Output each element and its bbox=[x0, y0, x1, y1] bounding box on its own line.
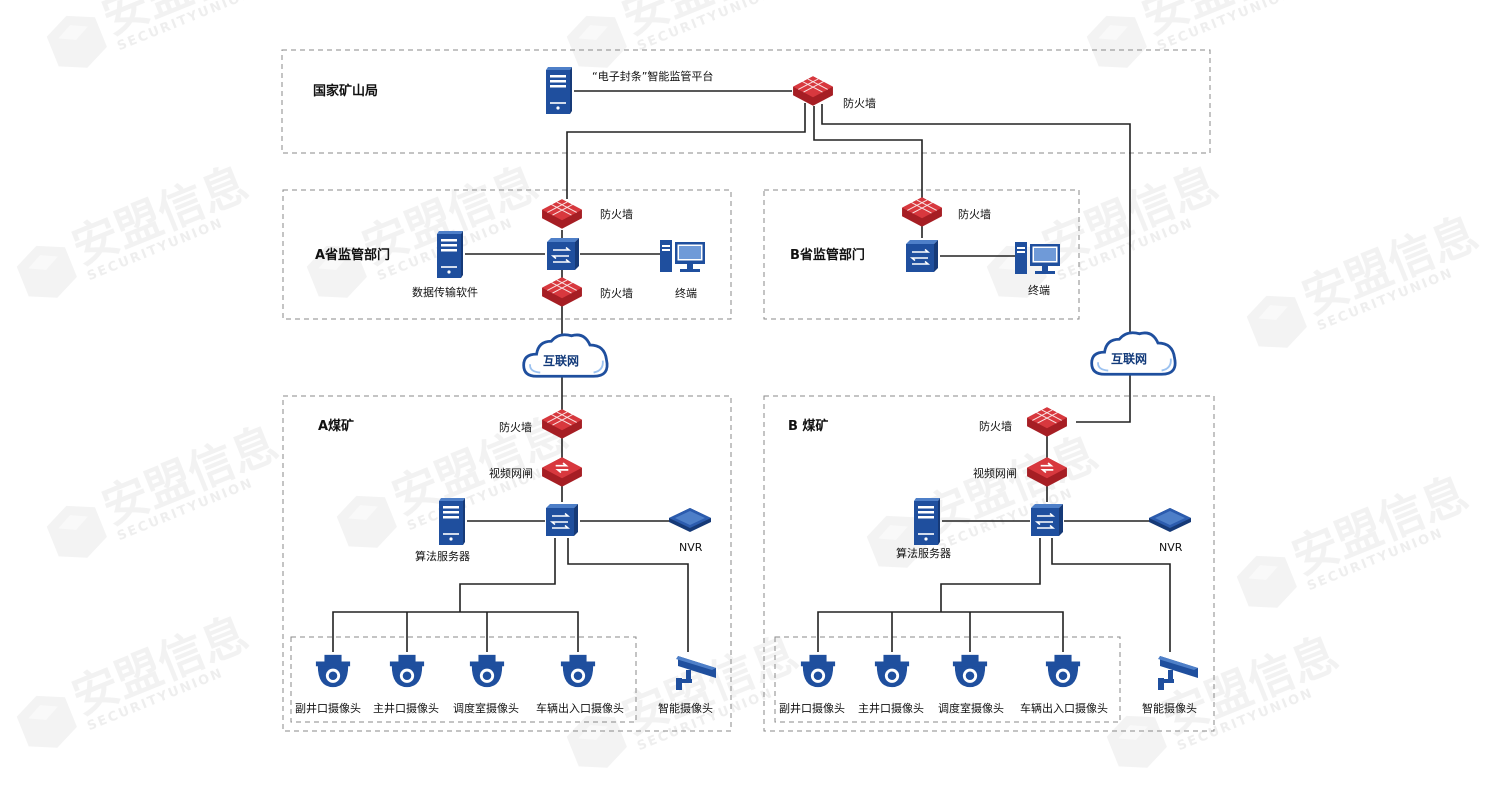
camera-label: 主井口摄像头 bbox=[858, 701, 924, 715]
dome-camera-icon bbox=[389, 654, 425, 688]
watermark-text: 安盟信息 bbox=[95, 416, 286, 535]
server-label: 算法服务器 bbox=[896, 546, 951, 560]
dome-camera-icon bbox=[1045, 654, 1081, 688]
firewall-label: 防火墙 bbox=[600, 286, 633, 300]
dome-camera-icon bbox=[800, 654, 836, 688]
terminal-icon bbox=[660, 240, 705, 272]
internet-label: 互联网 bbox=[543, 354, 579, 368]
camera-label: 副井口摄像头 bbox=[295, 701, 361, 715]
nvr-icon bbox=[1149, 508, 1191, 532]
zone-mine-a bbox=[282, 395, 732, 732]
platform-label: “电子封条”智能监管平台 bbox=[592, 69, 713, 83]
camera-label: 副井口摄像头 bbox=[779, 701, 845, 715]
firewall-label: 防火墙 bbox=[979, 419, 1012, 433]
terminal-label: 终端 bbox=[675, 286, 697, 300]
firewall-icon bbox=[541, 276, 583, 308]
watermark-text: 安盟信息 bbox=[1155, 626, 1346, 745]
dome-camera-icon bbox=[560, 654, 596, 688]
dome-camera-icon bbox=[315, 654, 351, 688]
switch-icon bbox=[546, 237, 580, 271]
dome-camera-icon bbox=[952, 654, 988, 688]
algorithm-server-icon bbox=[914, 498, 940, 545]
firewall-label: 防火墙 bbox=[499, 420, 532, 434]
camera-label: 调度室摄像头 bbox=[453, 701, 519, 715]
zone-province-a bbox=[282, 189, 732, 320]
camera-group-b bbox=[774, 636, 1121, 723]
switch-icon bbox=[905, 239, 939, 273]
algorithm-server-icon bbox=[439, 498, 465, 545]
switch-icon bbox=[545, 503, 579, 537]
watermark-text: 安盟信息 bbox=[65, 156, 256, 275]
smart-camera-label: 智能摄像头 bbox=[1142, 701, 1197, 715]
firewall-icon bbox=[792, 75, 834, 107]
watermark-text: 安盟信息 bbox=[1295, 206, 1486, 325]
dome-camera-icon bbox=[874, 654, 910, 688]
camera-label: 调度室摄像头 bbox=[938, 701, 1004, 715]
connection-lines bbox=[332, 90, 1171, 652]
nvr-label: NVR bbox=[1159, 541, 1183, 554]
terminal-label: 终端 bbox=[1028, 283, 1050, 297]
camera-group-a bbox=[290, 636, 637, 723]
dome-camera-icon bbox=[469, 654, 505, 688]
firewall-label: 防火墙 bbox=[843, 96, 876, 110]
zone-title-national: 国家矿山局 bbox=[313, 83, 378, 99]
firewall-icon bbox=[1026, 406, 1068, 438]
zone-title-province-a: A省监管部门 bbox=[315, 247, 390, 263]
camera-label: 车辆出入口摄像头 bbox=[1020, 701, 1108, 715]
gateway-label: 视频网闸 bbox=[973, 466, 1017, 480]
nvr-label: NVR bbox=[679, 541, 703, 554]
gateway-label: 视频网闸 bbox=[489, 466, 533, 480]
watermark-text: 安盟信息 bbox=[1285, 466, 1476, 585]
firewall-icon bbox=[901, 196, 943, 228]
zone-title-mine-a: A煤矿 bbox=[318, 418, 354, 434]
nvr-icon bbox=[669, 508, 711, 532]
internet-label: 互联网 bbox=[1111, 352, 1147, 366]
firewall-icon bbox=[541, 198, 583, 230]
camera-label: 主井口摄像头 bbox=[373, 701, 439, 715]
server-label: 算法服务器 bbox=[415, 549, 470, 563]
firewall-label: 防火墙 bbox=[958, 207, 991, 221]
server-label: 数据传输软件 bbox=[412, 285, 478, 299]
firewall-label: 防火墙 bbox=[600, 207, 633, 221]
watermark-text: 安盟信息 bbox=[615, 626, 806, 745]
platform-server-icon bbox=[546, 67, 572, 114]
switch-icon bbox=[1030, 503, 1064, 537]
zone-mine-b bbox=[763, 395, 1215, 732]
smart-camera-label: 智能摄像头 bbox=[658, 701, 713, 715]
zone-title-mine-b: B 煤矿 bbox=[788, 418, 828, 434]
zone-title-province-b: B省监管部门 bbox=[790, 247, 865, 263]
camera-label: 车辆出入口摄像头 bbox=[536, 701, 624, 715]
watermark-text: 安盟信息 bbox=[65, 606, 256, 725]
zone-national bbox=[281, 49, 1211, 154]
watermark-text: 安盟信息 bbox=[915, 426, 1106, 545]
server-icon bbox=[437, 231, 463, 278]
